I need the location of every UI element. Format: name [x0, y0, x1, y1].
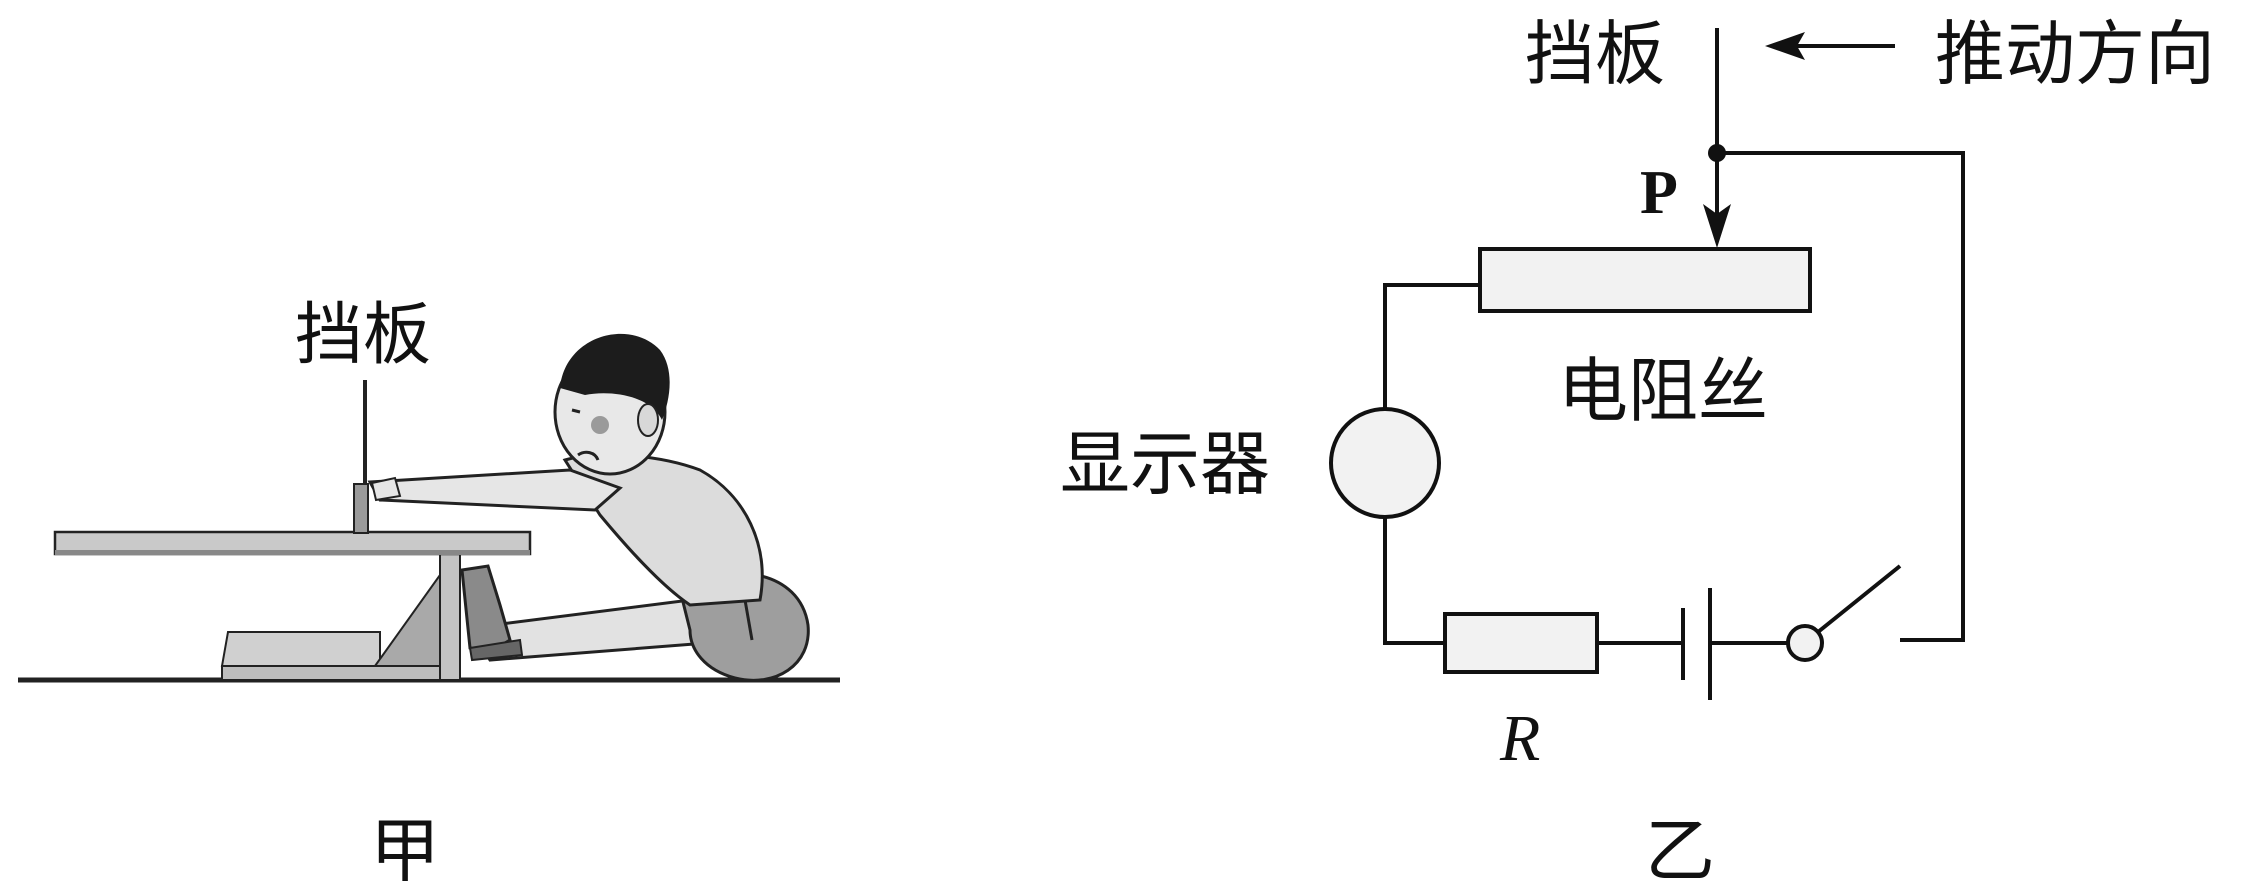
slider-label: P — [1640, 159, 1678, 227]
display-meter — [1329, 407, 1441, 519]
display-label: 显示器 — [1060, 423, 1270, 505]
child-figure — [367, 333, 810, 682]
slider-arrowhead — [1703, 204, 1731, 248]
wire-left-top — [1383, 283, 1480, 410]
wire-left-bottom — [1383, 517, 1445, 645]
figure-a: 挡板 甲 — [18, 296, 840, 892]
switch — [1786, 564, 1902, 662]
resistance-wire — [1478, 247, 1812, 313]
push-direction-arrow — [1765, 32, 1895, 60]
resistance-wire-label: 电阻丝 — [1558, 350, 1768, 432]
resistor-r — [1443, 612, 1599, 674]
resistor-label: R — [1499, 702, 1540, 775]
baffle-label-b: 挡板 — [1525, 13, 1665, 95]
figure-b: 挡板 推动方向 P 电阻丝 显示器 R — [1060, 13, 2215, 892]
caption-b: 乙 — [1645, 810, 1715, 892]
baffle-label-a: 挡板 — [295, 296, 431, 375]
wire-top-right — [1717, 151, 1965, 642]
sit-reach-apparatus — [53, 380, 532, 681]
caption-a: 甲 — [370, 810, 440, 892]
push-direction-label: 推动方向 — [1935, 13, 2215, 95]
battery — [1681, 588, 1712, 700]
